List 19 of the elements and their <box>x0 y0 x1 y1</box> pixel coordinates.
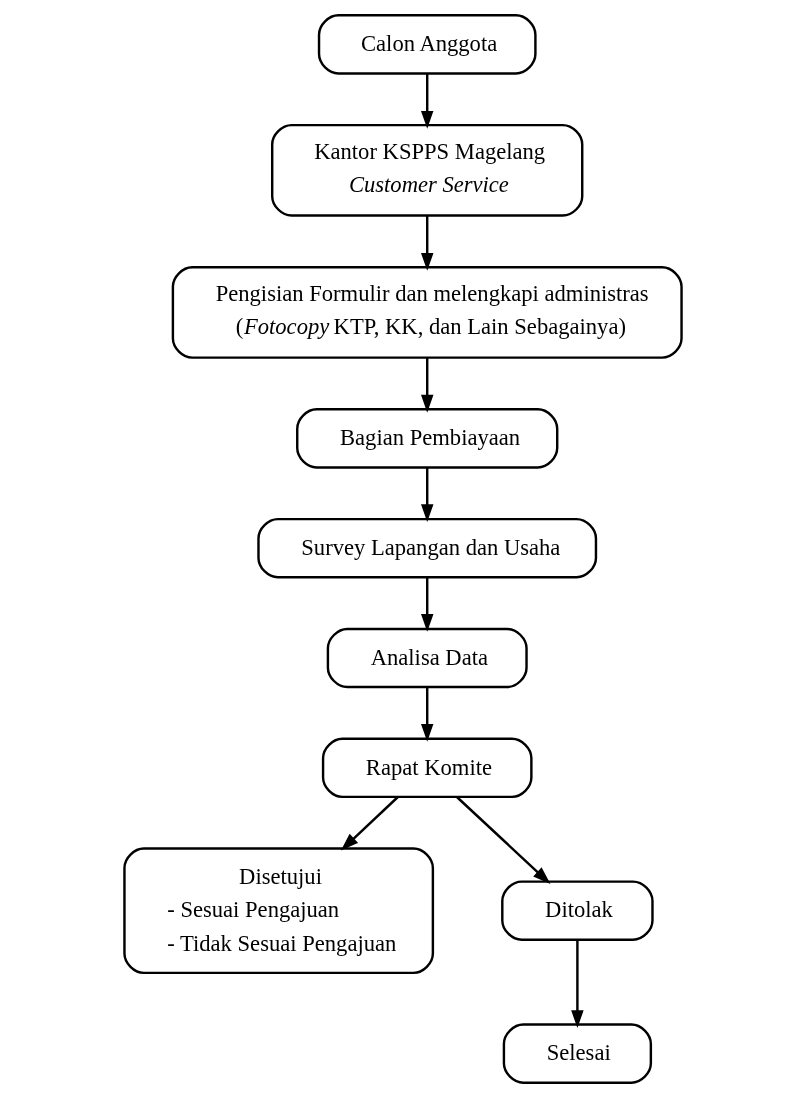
arrow <box>420 357 433 413</box>
node-box: Ditolak <box>500 880 654 941</box>
node-box: Survey Lapangan dan Usaha <box>256 517 597 579</box>
arrow <box>420 687 433 742</box>
arrow <box>420 468 433 523</box>
arrow <box>455 796 550 885</box>
node-box: Selesai <box>502 1023 652 1084</box>
node-box: Analisa Data <box>326 627 528 689</box>
node-box: Rapat Komite <box>321 737 533 799</box>
arrow <box>570 939 584 1029</box>
arrow <box>420 577 433 632</box>
arrow <box>420 215 433 271</box>
arrow <box>340 796 399 851</box>
node-box: Bagian Pembiayaan <box>295 408 558 469</box>
arrow <box>420 73 433 129</box>
node-box: Disetujui - Sesuai Pengajuan - Tidak Sesuai Pengajuan <box>122 847 434 975</box>
node-box: Pengisian Formulir dan melengkapi administras (Fotocopy KTP, KK, dan Lain Sebagainya) <box>171 266 683 359</box>
node-box: Kantor KSPPS Magelang Customer Service <box>270 123 583 217</box>
node-box: Calon Anggota <box>317 14 537 75</box>
